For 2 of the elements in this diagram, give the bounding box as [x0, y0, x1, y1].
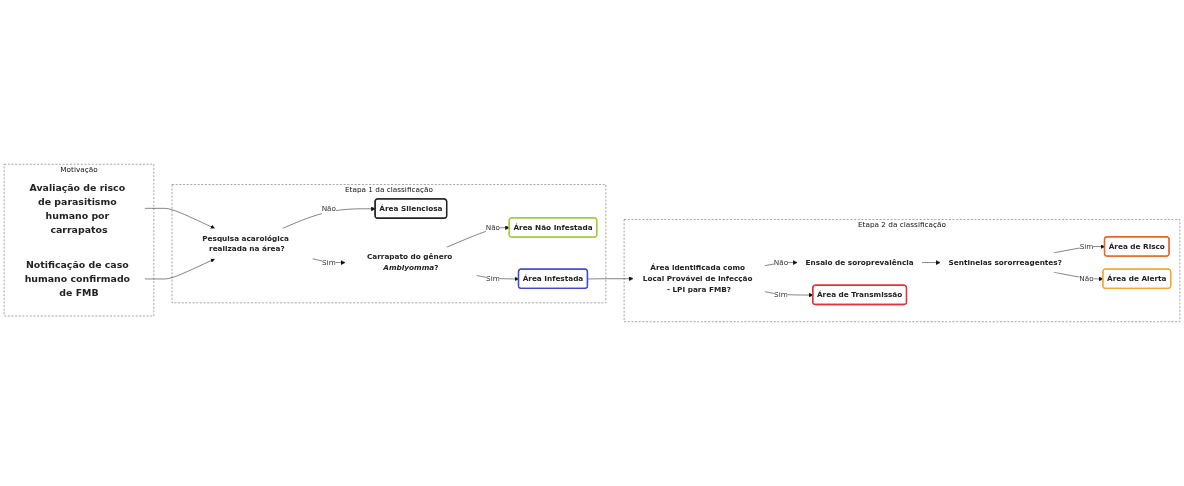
- node-text: Notificação de caso humano confirmado de FMB: [24, 259, 131, 299]
- node-text: Avaliação de risco de parasitismo humano por carrapatos: [29, 181, 126, 235]
